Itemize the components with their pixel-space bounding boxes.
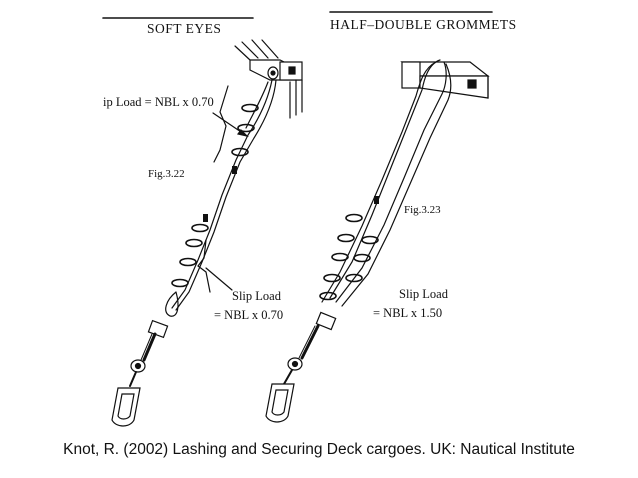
- slip-load-right-formula: = NBL x 1.50: [373, 306, 443, 320]
- slip-load-top-label: ip Load = NBL x 0.70: [103, 95, 214, 109]
- soft-eyes-title: SOFT EYES: [147, 21, 222, 36]
- left-upper-brace: [213, 85, 229, 163]
- slip-load-left-formula: = NBL x 0.70: [214, 308, 284, 322]
- right-turnbuckle: [265, 311, 337, 423]
- left-lower-brace: [197, 239, 211, 293]
- right-wire-clips: [319, 213, 379, 301]
- fig-3-23-label: Fig.3.23: [404, 204, 441, 216]
- left-bottom-eye: [165, 291, 179, 317]
- left-turnbuckle: [111, 319, 169, 427]
- citation-caption: Knot, R. (2002) Lashing and Securing Dec…: [63, 441, 575, 458]
- slip-load-right-heading: Slip Load: [399, 287, 448, 301]
- left-structure-beam: [234, 39, 303, 119]
- right-structure-beam: [400, 61, 490, 99]
- left-wire-clips: [171, 103, 259, 288]
- slip-load-left-heading: Slip Load: [232, 289, 281, 303]
- right-grommet-loop: [321, 59, 452, 307]
- left-top-eye: [267, 66, 279, 80]
- half-double-grommets-title: HALF–DOUBLE GROMMETS: [330, 17, 517, 32]
- fig-3-22-label: Fig.3.22: [148, 168, 185, 180]
- left-lashing-rope: [171, 79, 277, 311]
